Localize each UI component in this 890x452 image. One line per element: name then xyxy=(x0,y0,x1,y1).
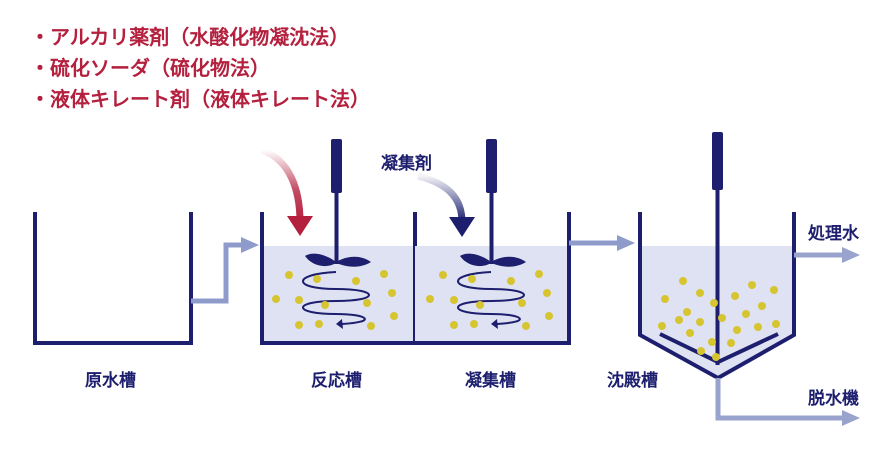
particle xyxy=(321,301,329,309)
dehydrator-label: 脱水機 xyxy=(808,389,859,409)
particle xyxy=(390,312,398,320)
sludge-outlet-arrow xyxy=(715,378,860,426)
particle xyxy=(661,295,669,303)
particle xyxy=(683,308,691,316)
particle xyxy=(696,318,704,326)
particle xyxy=(772,320,780,328)
particle xyxy=(313,275,321,283)
particle xyxy=(733,326,741,334)
particle xyxy=(476,301,484,309)
particle xyxy=(712,353,720,361)
stirrer-coagulation xyxy=(457,139,526,329)
particle xyxy=(295,296,303,304)
raw-water-tank-label: 原水槽 xyxy=(85,371,136,391)
particle xyxy=(285,271,293,279)
particle xyxy=(545,312,553,320)
particle xyxy=(426,295,434,303)
particle xyxy=(697,347,705,355)
particle xyxy=(535,270,543,278)
particle xyxy=(363,299,371,307)
sedimentation-scraper xyxy=(712,132,723,365)
particle xyxy=(450,321,458,329)
raw-water-tank xyxy=(33,212,193,345)
particle xyxy=(380,270,388,278)
particle xyxy=(754,323,762,331)
particle xyxy=(295,321,303,329)
particle xyxy=(450,296,458,304)
coagulant-label: 凝集剤 xyxy=(381,154,432,174)
particle xyxy=(507,277,515,285)
particle xyxy=(696,289,704,297)
chemical-option-chelate: ・液体キレート剤（液体キレート法） xyxy=(30,87,370,111)
particle xyxy=(658,322,666,330)
suspended-particles xyxy=(272,270,780,361)
swirl-reaction xyxy=(302,271,370,325)
particle xyxy=(388,289,396,297)
particle xyxy=(758,302,766,310)
particle xyxy=(710,299,718,307)
swirl-coagulation xyxy=(457,271,525,325)
particle xyxy=(727,339,735,347)
particle xyxy=(543,289,551,297)
particle xyxy=(731,292,739,300)
particle xyxy=(272,295,280,303)
particle xyxy=(718,314,726,322)
particle xyxy=(522,322,530,330)
coagulant-dosing-arrow xyxy=(417,172,475,237)
treated-water-label: 処理水 xyxy=(808,224,859,244)
particle xyxy=(439,271,447,279)
pipe-raw-to-reaction xyxy=(191,237,259,304)
particle xyxy=(748,281,756,289)
chemical-option-alkali: ・アルカリ薬剤（水酸化物凝沈法） xyxy=(30,25,350,49)
chemical-option-sodium-sulfide: ・硫化ソーダ（硫化物法） xyxy=(30,56,270,80)
stirrer-reaction xyxy=(302,139,371,329)
particle xyxy=(367,322,375,330)
sedimentation-tank-label: 沈殿槽 xyxy=(607,371,658,391)
particle xyxy=(315,320,323,328)
particle xyxy=(468,275,476,283)
particle xyxy=(675,316,683,324)
chemical-options-list: ・アルカリ薬剤（水酸化物凝沈法） ・硫化ソーダ（硫化物法） ・液体キレート剤（液… xyxy=(30,22,370,115)
coagulation-tank-label: 凝集槽 xyxy=(465,371,516,391)
particle xyxy=(470,320,478,328)
reaction-tank-label: 反応槽 xyxy=(311,371,362,391)
particle xyxy=(679,277,687,285)
particle xyxy=(352,277,360,285)
particle xyxy=(742,310,750,318)
particle xyxy=(708,338,716,346)
particle xyxy=(518,299,526,307)
particle xyxy=(686,329,694,337)
chemical-dosing-arrow xyxy=(260,146,313,236)
particle xyxy=(770,286,778,294)
